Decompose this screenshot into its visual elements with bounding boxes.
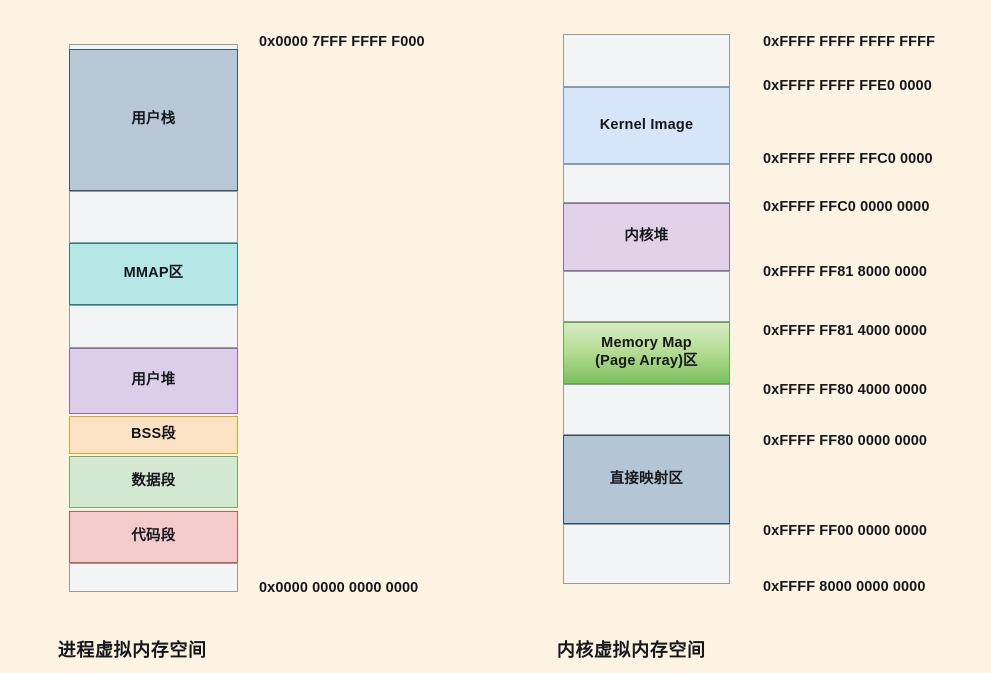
process-block-gap-1 (69, 191, 238, 243)
kernel-block-kernel-image: Kernel Image (563, 87, 730, 164)
kernel-address-6: 0xFFFF FF80 4000 0000 (763, 382, 928, 398)
process-address-top: 0x0000 7FFF FFFF F000 (259, 34, 425, 50)
kernel-memory-column: Kernel Image 内核堆 Memory Map(Page Array)区… (563, 34, 730, 584)
kernel-block-memory-map: Memory Map(Page Array)区 (563, 322, 730, 384)
process-block-mmap: MMAP区 (69, 243, 238, 305)
kernel-block-gap-3 (563, 384, 730, 435)
process-block-user-heap: 用户堆 (69, 348, 238, 414)
kernel-address-3: 0xFFFF FFC0 0000 0000 (763, 199, 930, 215)
kernel-block-gap-1 (563, 164, 730, 203)
kernel-address-7: 0xFFFF FF80 0000 0000 (763, 433, 928, 449)
process-block-text: 代码段 (69, 511, 238, 563)
process-block-gap-2 (69, 305, 238, 348)
process-memory-column: 用户栈 MMAP区 用户堆 BSS段 数据段 代码段 (69, 44, 238, 592)
process-block-gap-3 (69, 563, 238, 592)
process-address-bottom: 0x0000 0000 0000 0000 (259, 580, 419, 596)
process-space-caption: 进程虚拟内存空间 (58, 640, 207, 660)
kernel-address-9: 0xFFFF 8000 0000 0000 (763, 579, 926, 595)
process-block-bss: BSS段 (69, 416, 238, 454)
process-block-data: 数据段 (69, 456, 238, 508)
kernel-space-caption: 内核虚拟内存空间 (557, 640, 706, 660)
kernel-address-8: 0xFFFF FF00 0000 0000 (763, 523, 928, 539)
kernel-block-kernel-heap: 内核堆 (563, 203, 730, 271)
kernel-address-2: 0xFFFF FFFF FFC0 0000 (763, 151, 933, 167)
kernel-block-direct-map: 直接映射区 (563, 435, 730, 524)
kernel-block-gap-bottom (563, 524, 730, 584)
process-block-user-stack: 用户栈 (69, 49, 238, 191)
kernel-address-1: 0xFFFF FFFF FFE0 0000 (763, 78, 932, 94)
kernel-block-gap-2 (563, 271, 730, 322)
kernel-address-4: 0xFFFF FF81 8000 0000 (763, 264, 928, 280)
kernel-address-5: 0xFFFF FF81 4000 0000 (763, 323, 928, 339)
kernel-address-0: 0xFFFF FFFF FFFF FFFF (763, 34, 936, 50)
kernel-block-gap-top (563, 34, 730, 87)
